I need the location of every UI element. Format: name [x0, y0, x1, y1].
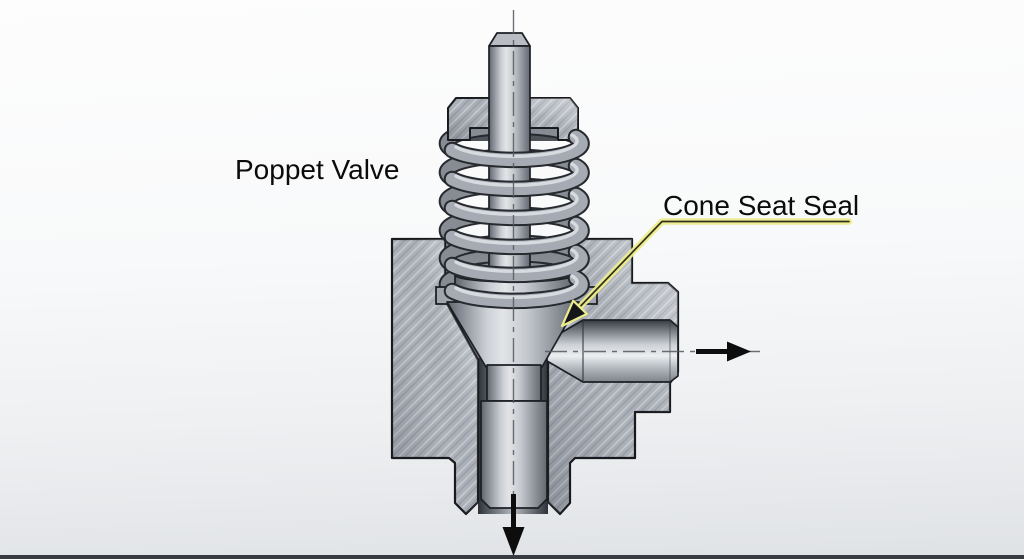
- spring-front-coils: [443, 128, 590, 310]
- leader-arrowhead: [560, 299, 589, 328]
- valve-body-left-shade: [392, 239, 478, 514]
- callout-leader: [560, 218, 853, 328]
- viewport-bottom-bar: [0, 555, 1024, 559]
- flow-arrow-down: [502, 494, 525, 556]
- cone-seat-seal-label: Cone Seat Seal: [663, 190, 860, 221]
- flow-arrow-right: [696, 341, 751, 362]
- stem-chamfer-tip: [488, 32, 531, 47]
- centerlines: [512, 10, 760, 552]
- bore-entry-chamfers: [465, 500, 561, 514]
- leader-line: [571, 220, 850, 316]
- poppet-valve-label: Poppet Valve: [235, 154, 400, 185]
- flow-arrow-right-head: [727, 341, 751, 362]
- flow-arrow-down-head: [502, 527, 525, 556]
